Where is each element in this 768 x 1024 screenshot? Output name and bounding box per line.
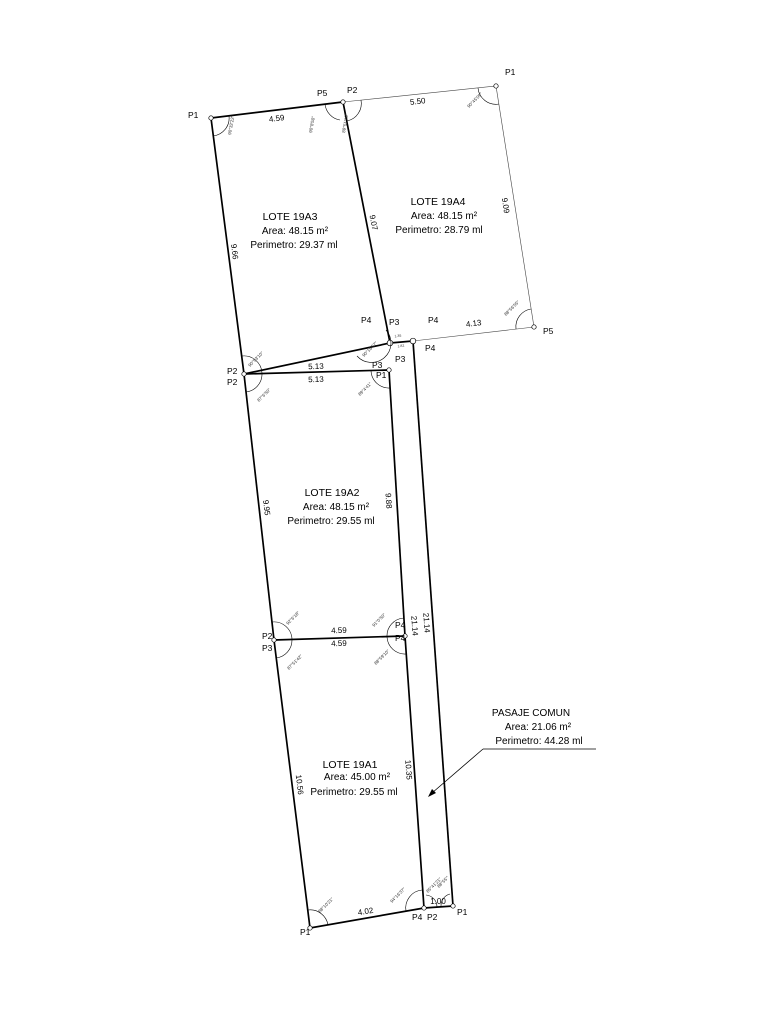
lot-title: LOTE 19A2: [305, 487, 360, 499]
pasaje-area: Area: 21.06 m²: [505, 722, 572, 733]
lot-title: LOTE 19A1: [323, 759, 378, 771]
pasaje-perimeter: Perimetro: 44.28 ml: [495, 736, 582, 747]
dimension-label: 9.07: [368, 214, 380, 232]
angle-label: 90°45'09": [466, 91, 483, 108]
lot-19a2-left-edge: [243, 373, 275, 641]
pasaje-title: PASAJE COMUN: [492, 708, 570, 719]
dimension-label: 21.14: [421, 613, 431, 634]
point-label: P3: [262, 643, 273, 653]
dimension-label: 9.88: [383, 493, 393, 510]
callout-leader: [431, 748, 484, 794]
dimension-label: 9.09: [500, 197, 511, 214]
point-label: P4: [425, 343, 436, 353]
lot-perimeter: Perimetro: 29.37 ml: [250, 240, 337, 251]
angle-label: 88°59'10": [373, 648, 390, 665]
dimension-label: 5.50: [410, 96, 427, 107]
lot-title: LOTE 19A3: [263, 211, 318, 223]
point-label: P5: [543, 326, 554, 336]
lot-19a3-boundary: [210, 101, 391, 376]
dimension-label: 21.14: [409, 616, 419, 637]
pasaje-bottom-edge: [423, 905, 454, 909]
dimension-label: 4.13: [465, 318, 482, 329]
angle-label: 90°8'50": [308, 115, 316, 133]
point-label: P2: [262, 631, 273, 641]
point-label: P4: [412, 912, 423, 922]
dimension-label: 10.56: [294, 774, 305, 796]
lot-area: Area: 48.15 m²: [262, 226, 329, 237]
angle-label: 92°6'18": [285, 610, 301, 626]
callout-arrowhead: [428, 789, 436, 797]
pasaje-top-joint: [389, 340, 414, 344]
point-label: P2: [227, 366, 238, 376]
lot-19a2-top-edge: [243, 369, 390, 375]
point-label: P2: [427, 912, 438, 922]
angle-label: 90°32'22": [227, 115, 235, 135]
dimension-label: 4.02: [357, 906, 374, 917]
angle-label: 91°0'50": [371, 612, 387, 628]
point-label: P4: [395, 620, 406, 630]
point-label: P1: [376, 370, 387, 380]
point-label: P1: [505, 67, 516, 77]
dimension-label: 5.13: [308, 375, 324, 385]
dimension-label: 5.13: [308, 362, 324, 372]
dimension-label: 1.35: [394, 334, 401, 339]
dimension-label: 4.59: [331, 639, 347, 649]
point-label: P2: [227, 377, 238, 387]
pasaje-right-edge: [412, 340, 454, 907]
point-label: P4: [395, 633, 406, 643]
lot-19a3-label: LOTE 19A3 Area: 48.15 m² Perimetro: 29.3…: [250, 211, 337, 251]
lot-title: LOTE 19A4: [411, 196, 466, 208]
lot-19a1-label: LOTE 19A1 Area: 45.00 m² Perimetro: 29.5…: [310, 759, 397, 798]
dimension-label: 9.95: [261, 499, 272, 516]
lot-area: Area: 45.00 m²: [324, 772, 391, 783]
angle-label: 87°6'50": [256, 387, 272, 403]
lot-perimeter: Perimetro: 29.55 ml: [310, 787, 397, 798]
point-label: P5: [317, 88, 328, 98]
dimension-label: 1.82: [397, 344, 404, 349]
dimension-label: 1.00: [430, 897, 446, 906]
vertex-markers: [208, 83, 537, 931]
dimension-label: 9.66: [229, 243, 240, 260]
lot-19a2-right-edge: [388, 369, 406, 637]
lot-perimeter: Perimetro: 29.55 ml: [287, 516, 374, 527]
lot-area: Area: 48.15 m²: [303, 502, 370, 513]
angle-label: 88°56'55": [503, 299, 520, 316]
angle-label: 94°16'37": [389, 886, 406, 903]
point-label: P1: [457, 907, 468, 917]
lot-19a2-bottom-edge: [273, 635, 406, 641]
lot-19a4-label: LOTE 19A4 Area: 48.15 m² Perimetro: 28.7…: [395, 196, 482, 236]
dimension-label: 4.59: [268, 113, 285, 124]
point-label: P3: [389, 317, 400, 327]
angle-label: 87°51'42": [286, 653, 303, 670]
lot-19a1-boundary: [273, 635, 425, 929]
lot-perimeter: Perimetro: 28.79 ml: [395, 225, 482, 236]
dimension-label: 4.59: [331, 626, 347, 636]
point-label: P2: [347, 85, 358, 95]
angle-arcs: [212, 87, 532, 926]
point-label: P3: [372, 360, 383, 370]
point-label: P1: [188, 110, 199, 120]
point-label: P3: [395, 354, 406, 364]
dimension-labels: 4.59 5.50 9.66 9.07 9.09 4.13 5.13 5.13 …: [229, 96, 511, 917]
point-label: P4: [361, 315, 372, 325]
lot-19a4-boundary: [342, 85, 535, 342]
point-label: P1: [300, 927, 311, 937]
dimension-label: 10.35: [403, 760, 413, 781]
lot-19a2-label: LOTE 19A2 Area: 48.15 m² Perimetro: 29.5…: [287, 487, 374, 527]
angle-label: 89°4'41": [357, 381, 373, 397]
point-labels: P1 P5 P2 P1 P4 P3 P4 P5 P4 P3 P3 P1 P2 P…: [188, 67, 554, 937]
angle-label: 88°10'21": [317, 896, 334, 913]
point-label: P4: [428, 315, 439, 325]
angle-label: 89°51'10": [341, 113, 349, 133]
pasaje-comun-label: PASAJE COMUN Area: 21.06 m² Perimetro: 4…: [428, 708, 596, 797]
lot-area: Area: 48.15 m²: [411, 211, 478, 222]
angle-label: 90°53'10": [247, 350, 264, 367]
